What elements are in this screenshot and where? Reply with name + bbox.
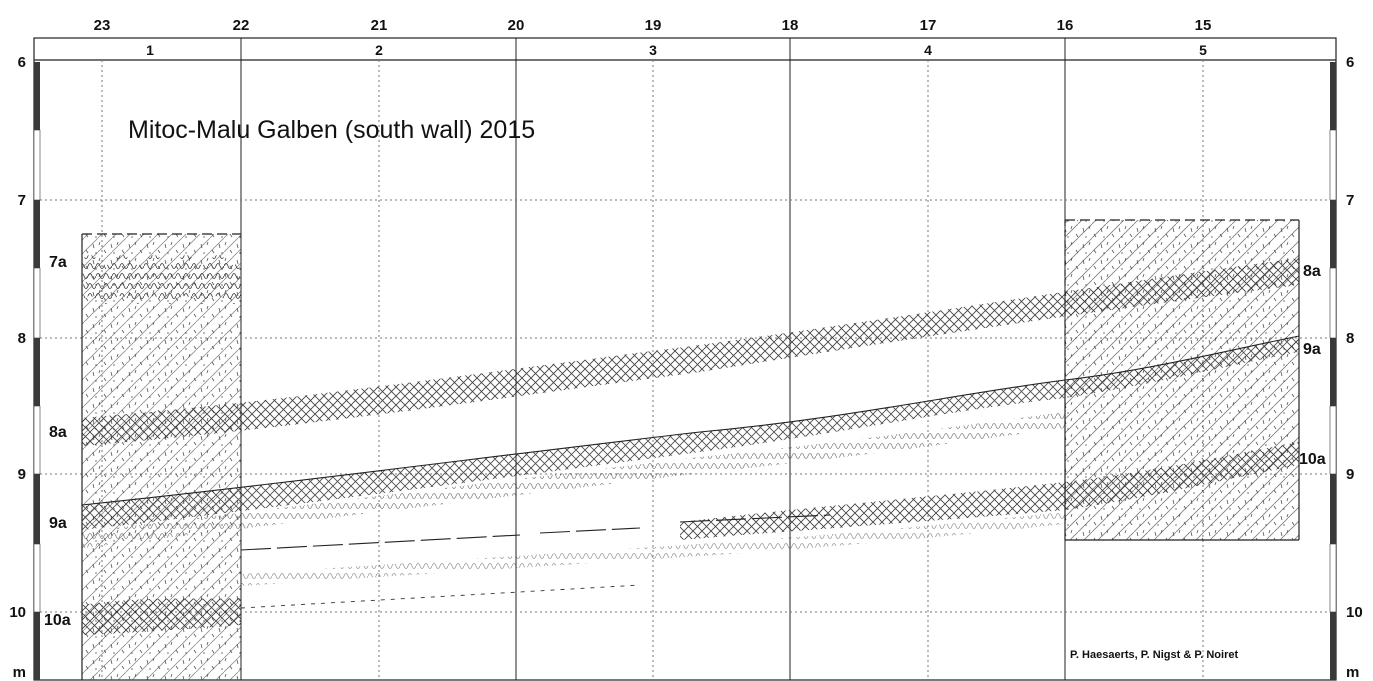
layer-label-7a: 7a [49, 254, 67, 271]
left-depth-labels: 6 7 8 9 10 m [9, 54, 26, 681]
layer-labels-right: 8a 9a 10a [1299, 263, 1326, 468]
layer-label-10a: 10a [44, 612, 71, 629]
layer-label-8a: 8a [1303, 263, 1321, 280]
depth-label: 10 [9, 604, 26, 621]
layer-band-10a [82, 442, 1299, 635]
grid-label: 19 [645, 17, 662, 34]
grid-label: 23 [94, 17, 111, 34]
layer-label-8a: 8a [49, 424, 67, 441]
depth-label: 7 [1346, 192, 1354, 209]
grid-label: 22 [233, 17, 250, 34]
grid-label: 18 [782, 17, 799, 34]
section-labels: 1 2 3 4 5 [146, 42, 1207, 58]
depth-label: 6 [18, 54, 26, 71]
grid-label: 17 [920, 17, 937, 34]
depth-label: 9 [18, 466, 26, 483]
depth-unit-label: m [1346, 664, 1359, 681]
depth-label: 9 [1346, 466, 1354, 483]
right-depth-scale-bar [1329, 62, 1337, 680]
diagram-title: Mitoc-Malu Galben (south wall) 2015 [128, 116, 535, 144]
depth-label: 8 [1346, 330, 1354, 347]
layer-band-8a [82, 258, 1299, 446]
section-label: 1 [146, 42, 154, 58]
depth-label: 6 [1346, 54, 1354, 71]
layer-label-9a: 9a [1303, 341, 1321, 358]
layer-labels-left: 7a 8a 9a 10a [44, 254, 71, 629]
depth-label: 7 [18, 192, 26, 209]
right-depth-labels: 6 7 8 9 10 m [1346, 54, 1363, 681]
section-label: 5 [1199, 42, 1207, 58]
author-credit: P. Haesaerts, P. Nigst & P. Noiret [1070, 649, 1238, 661]
layer-label-9a: 9a [49, 515, 67, 532]
grid-label: 16 [1057, 17, 1074, 34]
grid-label: 21 [371, 17, 388, 34]
layer-label-10a: 10a [1299, 451, 1326, 468]
layer-band-9a [81, 335, 1300, 548]
depth-unit-label: m [13, 664, 26, 681]
grid-label: 20 [508, 17, 525, 34]
section-label: 2 [375, 42, 383, 58]
left-depth-scale-bar [33, 62, 41, 680]
grid-label: 15 [1195, 17, 1212, 34]
depth-label: 8 [18, 330, 26, 347]
section-label: 3 [649, 42, 657, 58]
top-grid-labels: 23 22 21 20 19 18 17 16 15 [94, 17, 1212, 34]
depth-label: 10 [1346, 604, 1363, 621]
section-label: 4 [924, 42, 932, 58]
